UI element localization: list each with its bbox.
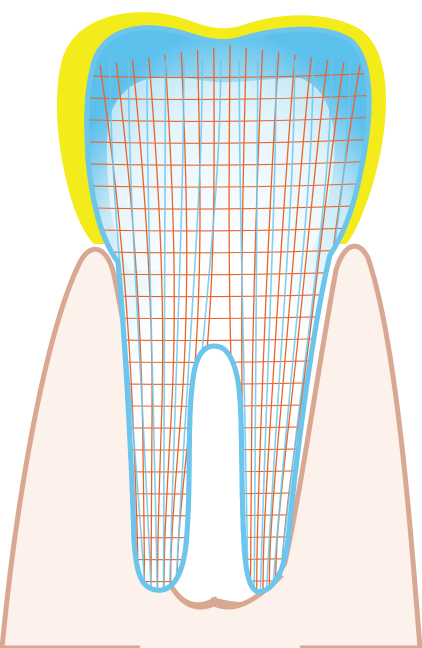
tooth-cross-section: [0, 0, 422, 648]
tooth-diagram: [0, 0, 422, 648]
